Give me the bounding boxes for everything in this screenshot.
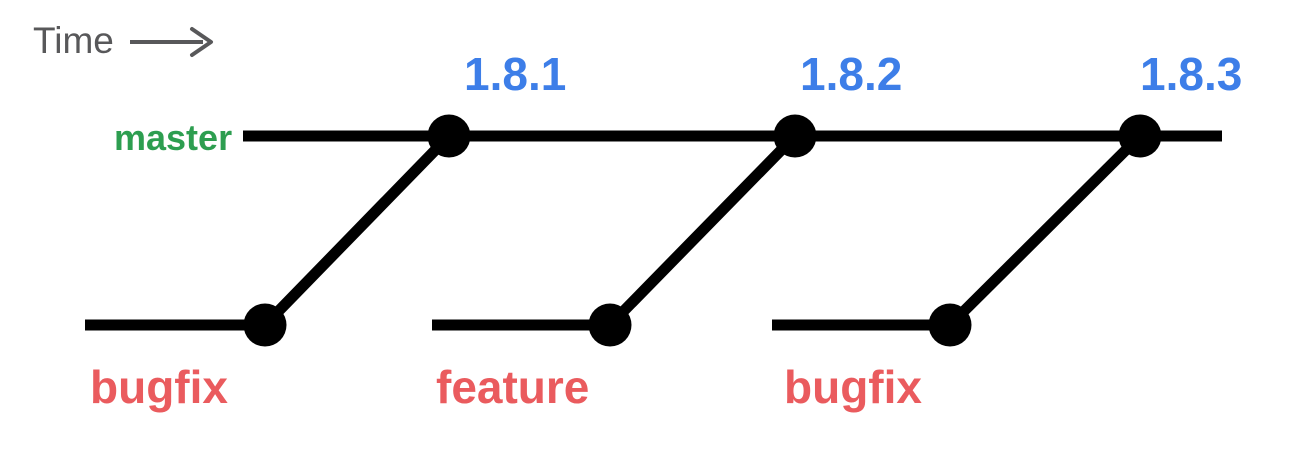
commit-dot-master-2 [773,114,817,158]
branch-label-bugfix-1: bugfix [90,361,228,413]
time-axis-label: Time [33,20,114,61]
commit-dot-feature [588,303,632,347]
commit-dot-bugfix-1 [243,303,287,347]
merge-line-bugfix-1 [261,132,453,329]
branch-label-feature: feature [436,361,590,413]
merge-line-bugfix-2 [946,132,1144,329]
commit-dot-master-1 [427,114,471,158]
release-tag-1-8-3: 1.8.3 [1140,48,1243,100]
commit-dot-bugfix-2 [928,303,972,347]
master-branch-label: master [114,117,233,158]
release-tag-1-8-2: 1.8.2 [800,48,903,100]
time-arrow-head [190,27,213,57]
time-arrow-icon [130,27,213,57]
merge-line-feature [606,132,799,329]
release-tag-1-8-1: 1.8.1 [464,48,567,100]
branch-label-bugfix-2: bugfix [784,361,922,413]
commit-dot-master-3 [1118,114,1162,158]
